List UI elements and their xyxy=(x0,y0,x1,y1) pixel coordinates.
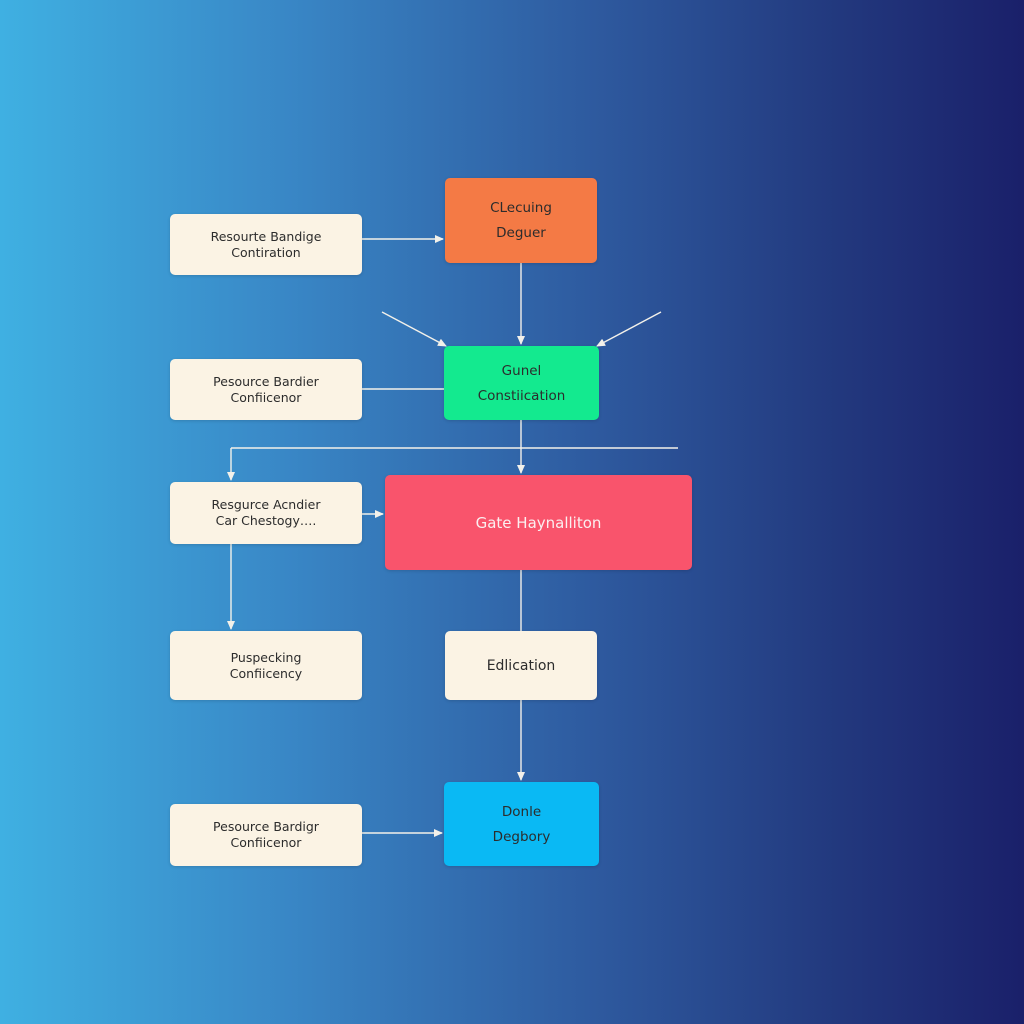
side-box-3: Resgurce Acndier Car Chestogy…. xyxy=(170,482,362,544)
side-box-5: Pesource Bardigr Confiicenor xyxy=(170,804,362,866)
red-hub-node: Gate Haynalliton xyxy=(385,475,692,570)
side-box-5-line1: Pesource Bardigr xyxy=(213,819,319,834)
orange-process-node: CLecuing Deguer xyxy=(445,178,597,263)
blue-end-node: Donle Degbory xyxy=(444,782,599,866)
arrow-diagonal-left-to-green xyxy=(381,311,447,347)
side-box-3-line1: Resgurce Acndier xyxy=(211,497,321,512)
side-box-4-line1: Puspecking xyxy=(230,649,302,665)
side-box-3-line2: Car Chestogy…. xyxy=(215,513,317,528)
side-box-1-line1: Resourte Bandige xyxy=(210,228,322,244)
side-box-2-line2: Confiicenor xyxy=(230,389,302,405)
orange-node-line1: CLecuing xyxy=(490,200,552,216)
side-box-1-line2: Contiration xyxy=(231,244,301,260)
red-node-label: Gate Haynalliton xyxy=(475,513,602,532)
cream-node-label: Edlication xyxy=(486,657,556,674)
green-node-line1: Gunel xyxy=(501,362,542,379)
green-node-line2: Constiication xyxy=(477,387,566,404)
side-box-2: Pesource Bardier Confiicenor xyxy=(170,359,362,420)
side-box-4: Puspecking Confiicency xyxy=(170,631,362,700)
side-box-4-line2: Confiicency xyxy=(229,665,303,681)
orange-node-line2: Deguer xyxy=(496,225,546,241)
blue-node-line1: Donle xyxy=(501,803,542,820)
side-box-5-line2: Confiicenor xyxy=(230,835,302,850)
arrow-diagonal-right-to-green xyxy=(596,311,662,347)
side-box-2-line1: Pesource Bardier xyxy=(213,373,319,389)
green-process-node: Gunel Constiication xyxy=(444,346,599,420)
side-box-1: Resourte Bandige Contiration xyxy=(170,214,362,275)
cream-process-node: Edlication xyxy=(445,631,597,700)
blue-node-line2: Degbory xyxy=(492,828,551,845)
